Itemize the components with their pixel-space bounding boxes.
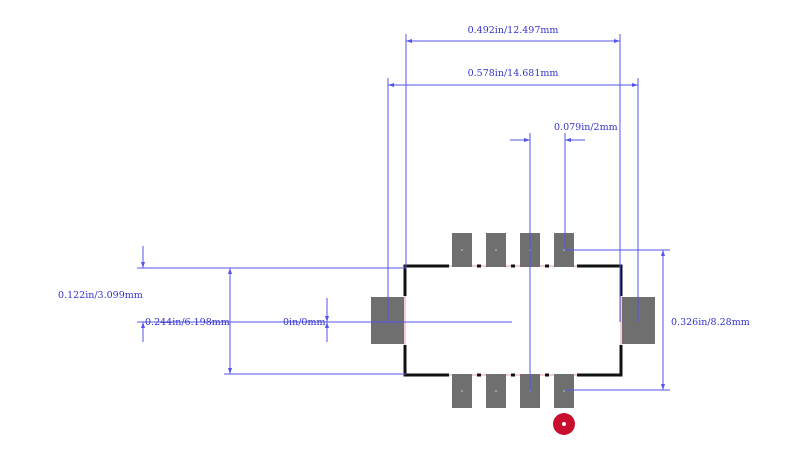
silkscreen-outline <box>403 264 623 377</box>
pin1-marker-icon <box>553 413 575 435</box>
dim-overall-height-label: 0.326in/8.28mm <box>671 317 750 328</box>
dim-left-offset-label: 0.122in/3.099mm <box>58 290 143 301</box>
pad-centers <box>461 249 565 392</box>
dim-body-height-label: 0.244in/6.198mm <box>145 317 230 328</box>
dim-top-span-label: 0.492in/12.497mm <box>468 25 559 36</box>
dimension-arrows <box>141 39 665 390</box>
courtyard-outline <box>404 265 622 376</box>
dim-center-offset-label: 0in/0mm <box>283 317 325 328</box>
dim-pitch-label: 0.079in/2mm <box>554 122 618 133</box>
dim-overall-span-label: 0.578in/14.681mm <box>468 68 559 79</box>
